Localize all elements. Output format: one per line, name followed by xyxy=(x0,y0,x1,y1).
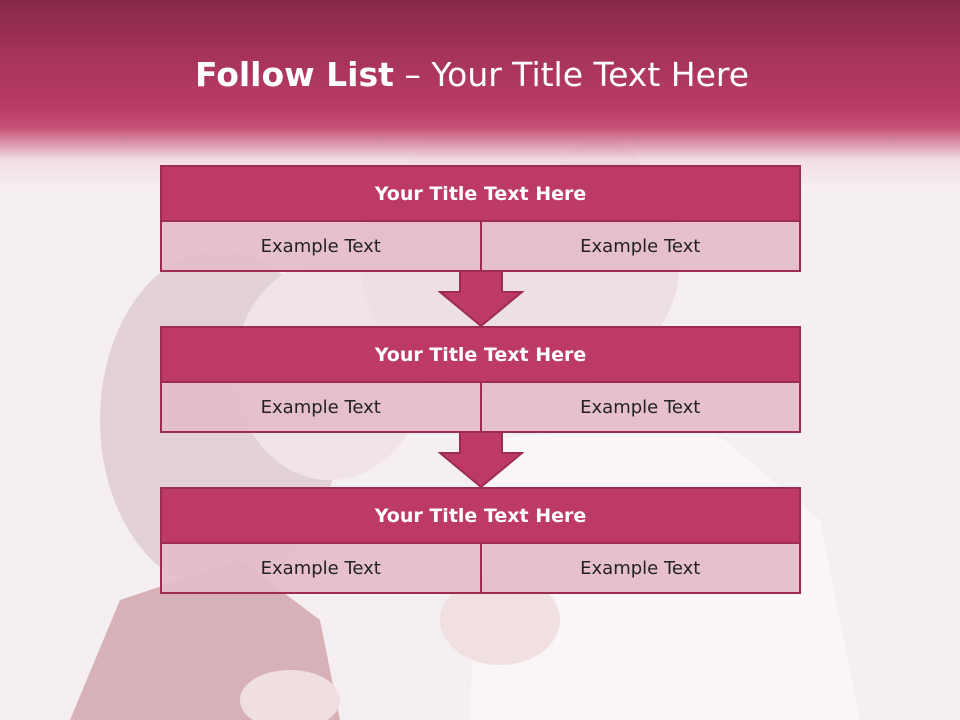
list-block-1: Your Title Text Here Example Text Exampl… xyxy=(160,165,801,272)
block-cell-left: Example Text xyxy=(160,222,482,272)
header-band xyxy=(0,0,960,190)
block-row: Example Text Example Text xyxy=(160,383,801,433)
slide-title-rest: – Your Title Text Here xyxy=(393,55,750,94)
block-title: Your Title Text Here xyxy=(160,326,801,383)
down-arrow-icon xyxy=(438,431,524,489)
block-title: Your Title Text Here xyxy=(160,487,801,544)
block-cell-left: Example Text xyxy=(160,383,482,433)
list-block-3: Your Title Text Here Example Text Exampl… xyxy=(160,487,801,594)
slide-title: Follow List – Your Title Text Here xyxy=(0,52,944,98)
slide-title-bold: Follow List xyxy=(194,55,394,94)
block-cell-right: Example Text xyxy=(481,222,801,272)
down-arrow-icon xyxy=(438,270,524,328)
block-cell-left: Example Text xyxy=(160,544,482,594)
block-row: Example Text Example Text xyxy=(160,222,801,272)
block-row: Example Text Example Text xyxy=(160,544,801,594)
block-cell-right: Example Text xyxy=(481,544,801,594)
block-title: Your Title Text Here xyxy=(160,165,801,222)
list-block-2: Your Title Text Here Example Text Exampl… xyxy=(160,326,801,433)
block-cell-right: Example Text xyxy=(481,383,801,433)
